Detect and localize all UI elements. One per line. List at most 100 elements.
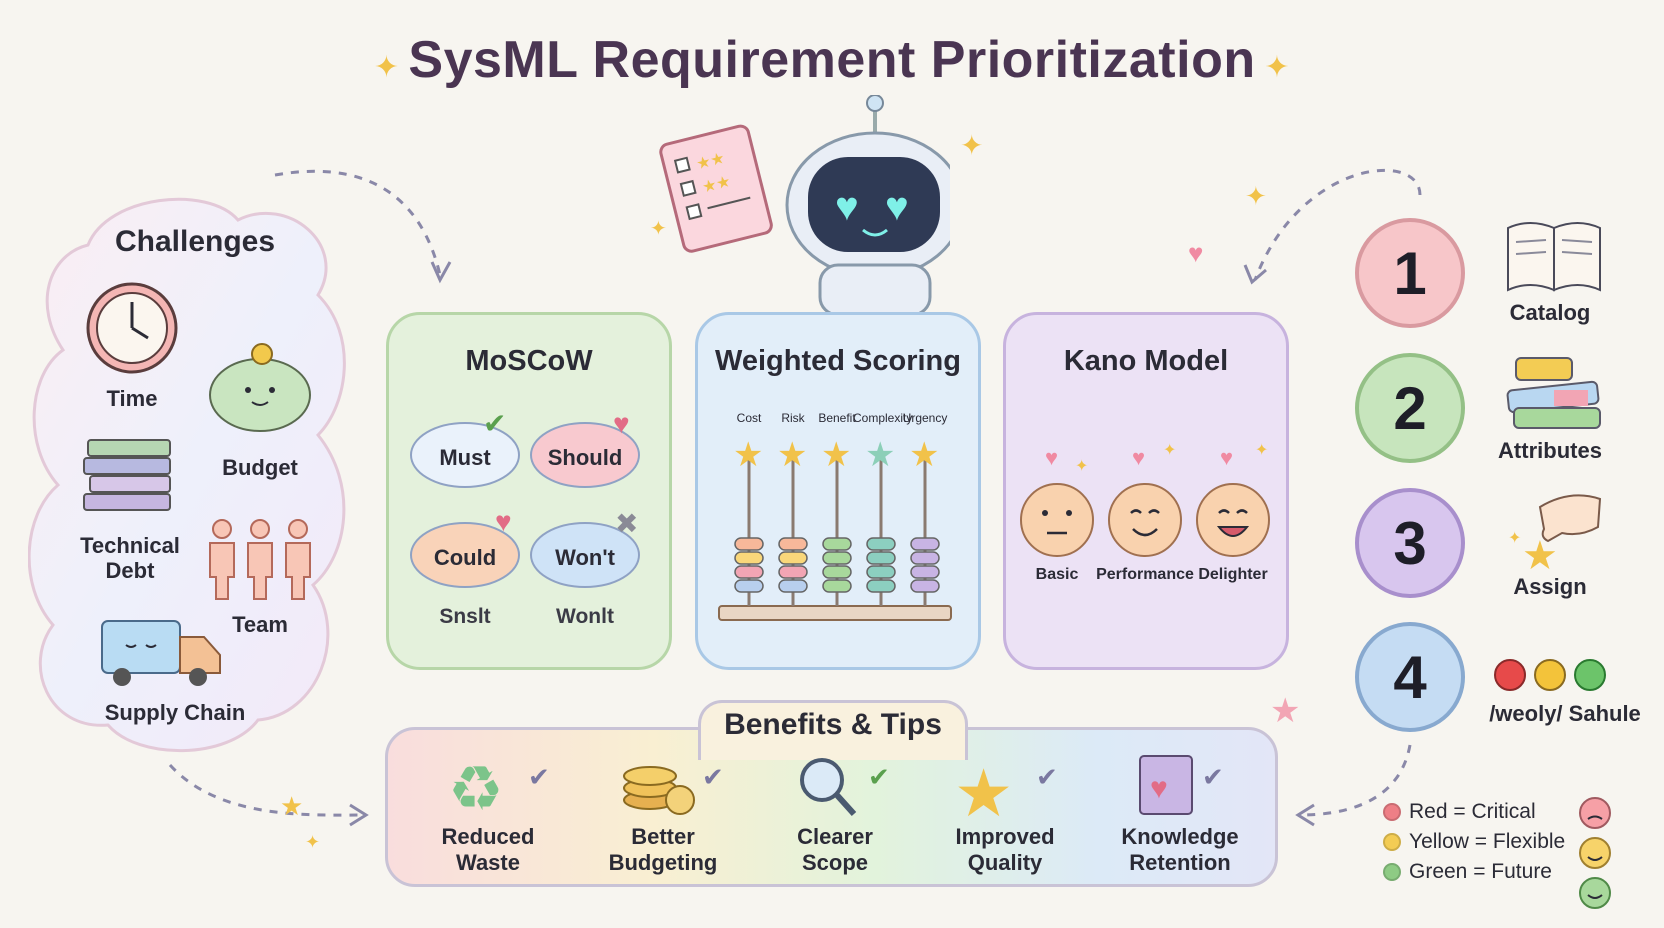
weighted-title: Weighted Scoring [715, 345, 961, 377]
svg-text:✔: ✔ [868, 762, 890, 792]
svg-text:♥: ♥ [1220, 445, 1233, 470]
svg-text:★: ★ [1270, 692, 1300, 730]
svg-text:★: ★ [280, 791, 303, 821]
legend: Red = Critical Yellow = Flexible Green =… [1383, 800, 1565, 884]
step-4-label: /weoly/ Sahule [1489, 701, 1641, 726]
kano-title: Kano Model [1063, 345, 1229, 377]
svg-text:★: ★ [777, 436, 807, 474]
recycle-icon: ♻ [448, 755, 504, 822]
step-1-badge: 1 [1355, 218, 1465, 328]
team-icon [209, 519, 311, 600]
svg-text:✔: ✔ [1036, 762, 1058, 792]
svg-text:✦: ✦ [960, 130, 983, 161]
svg-text:✔: ✔ [702, 762, 724, 792]
abacus-icon: ★★ ★★ ★ [718, 436, 952, 621]
criterion-complexity: Complexity [853, 411, 913, 425]
legend-yellow: Yellow = Flexible [1383, 830, 1565, 854]
svg-text:✦: ✦ [1075, 458, 1088, 475]
challenge-technical-debt: Technical Debt [80, 533, 180, 583]
truck-icon [101, 620, 221, 686]
challenge-supply-chain: Supply Chain [104, 700, 246, 725]
svg-text:★★: ★★ [701, 173, 733, 196]
svg-text:★: ★ [909, 436, 939, 474]
hand-star-icon: ★ ✦ [1508, 494, 1602, 577]
step-1-label: Catalog [1509, 300, 1591, 325]
svg-text:✔: ✔ [1202, 762, 1224, 792]
legend-green: Green = Future [1383, 860, 1565, 884]
challenge-time: Time [106, 386, 158, 411]
svg-text:★★: ★★ [695, 150, 727, 173]
coins-icon [623, 766, 695, 815]
open-book-icon [1507, 222, 1601, 292]
magnifier-icon [800, 758, 857, 817]
benefits-title: Benefits & Tips [724, 708, 942, 741]
svg-text:✦: ✦ [1508, 530, 1521, 547]
moscow-title: MoSCoW [465, 345, 593, 377]
star-icon: ★ [954, 756, 1013, 822]
svg-text:✦: ✦ [650, 218, 667, 240]
svg-text:♥: ♥ [1188, 238, 1203, 268]
svg-text:✦: ✦ [1245, 181, 1267, 211]
svg-text:♥: ♥ [1150, 772, 1168, 805]
moscow-sub-left: Snslt [439, 605, 491, 628]
moscow-sub-right: Wonlt [556, 605, 614, 628]
yellow-dot-icon [1383, 833, 1401, 851]
check-icon: ✔ [483, 408, 506, 439]
svg-text:♥: ♥ [1132, 445, 1145, 470]
svg-text:✔: ✔ [528, 762, 550, 792]
step-3-badge: 3 [1355, 488, 1465, 598]
moscow-must: Must [439, 445, 491, 470]
svg-text:✦: ✦ [1255, 442, 1268, 459]
kano-performance: Performance [1096, 566, 1194, 583]
heart-icon: ♥ [613, 408, 630, 439]
challenge-budget: Budget [222, 455, 298, 480]
kano-faces: ♥ ♥ ♥ ✦ ✦ ✦ [1020, 442, 1270, 557]
red-dot-icon [1383, 803, 1401, 821]
kano-basic: Basic [1035, 566, 1079, 583]
criterion-cost: Cost [736, 411, 762, 425]
challenges-title: Challenges [114, 225, 276, 258]
green-dot-icon [1383, 863, 1401, 881]
moscow-clouds: ✔ ♥ ♥ ✖ [410, 408, 640, 588]
challenge-team: Team [232, 612, 288, 637]
books-icon [83, 439, 171, 511]
svg-text:♥: ♥ [1045, 445, 1058, 470]
benefits-panel [385, 727, 1278, 887]
x-icon: ✖ [615, 508, 638, 539]
svg-text:★: ★ [1522, 534, 1558, 577]
svg-text:♥: ♥ [835, 185, 859, 229]
criterion-benefit: Benefit [818, 411, 856, 425]
emoji-faces-icon [1579, 797, 1611, 909]
step-2-label: Attributes [1498, 438, 1602, 463]
step-4-badge: 4 [1355, 622, 1465, 732]
moscow-could: Could [433, 545, 497, 570]
svg-text:✦: ✦ [305, 832, 320, 852]
legend-red: Red = Critical [1383, 800, 1565, 824]
piggy-bank-icon [209, 343, 311, 432]
svg-text:★: ★ [865, 436, 895, 474]
heart-icon: ♥ [495, 506, 512, 537]
sparkle-icon: ✦ [1255, 51, 1291, 84]
moscow-should: Should [547, 445, 623, 470]
criterion-urgency: Urgency [902, 411, 948, 425]
svg-text:★: ★ [821, 436, 851, 474]
book-heart-icon: ♥ [1139, 755, 1193, 815]
svg-text:✦: ✦ [1163, 442, 1176, 459]
moscow-panel: MoSCoW [386, 312, 672, 670]
benefits-tab [698, 700, 968, 760]
sparkle-icon: ✦ [373, 51, 409, 84]
criterion-risk: Risk [781, 411, 805, 425]
page-title: ✦ SysML Requirement Prioritization ✦ [373, 31, 1291, 89]
benefit-icons: ♻ ✔ ✔ ✔ ★ ✔ ♥ ✔ [448, 755, 1224, 822]
clock-icon [86, 282, 178, 374]
moscow-wont: Won't [555, 545, 615, 570]
step-3-label: Assign [1513, 574, 1587, 599]
svg-text:♥: ♥ [885, 185, 909, 229]
tags-icon [1506, 357, 1601, 429]
